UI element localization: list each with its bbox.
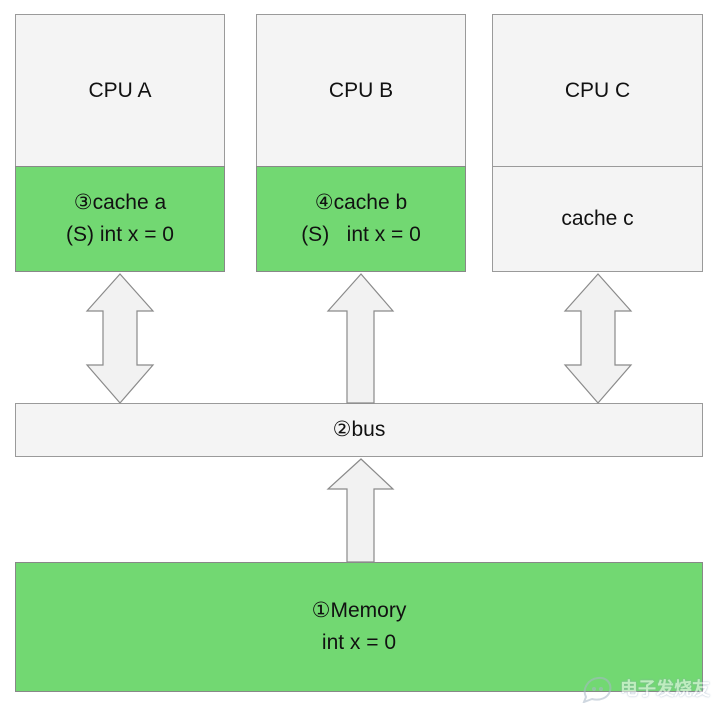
arrow-cache-c-bus: [563, 273, 633, 404]
memory-title: ①Memory: [311, 599, 407, 622]
cache-a-title: ③cache a: [73, 191, 167, 214]
watermark: 电子发烧友: [580, 664, 720, 712]
cpu-c-label: CPU C: [564, 78, 631, 102]
watermark-text: 电子发烧友: [620, 679, 710, 700]
cpu-a-label: CPU A: [88, 78, 152, 102]
arrow-memory-bus: [326, 458, 395, 563]
cpu-b-label: CPU B: [328, 78, 394, 102]
cache-b-title: ④cache b: [314, 191, 408, 214]
cache-c-box: cache c: [492, 166, 703, 272]
cache-c-title: cache c: [561, 207, 634, 230]
cache-a-value: (S) int x = 0: [66, 223, 174, 246]
cpu-b-box: CPU B: [256, 14, 466, 166]
watermark-logo-icon: [582, 676, 612, 703]
memory-value: int x = 0: [321, 631, 397, 654]
cpu-c-box: CPU C: [492, 14, 703, 166]
cache-b-value: (S) int x = 0: [301, 223, 421, 246]
arrow-cache-a-bus: [85, 273, 155, 404]
cache-b-box: ④cache b (S) int x = 0: [256, 166, 466, 272]
cpu-a-box: CPU A: [15, 14, 225, 166]
bus-label: ②bus: [332, 418, 386, 441]
cache-a-box: ③cache a (S) int x = 0: [15, 166, 225, 272]
memory-box: ①Memory int x = 0: [15, 562, 703, 692]
arrow-bus-cache-b: [326, 273, 395, 404]
